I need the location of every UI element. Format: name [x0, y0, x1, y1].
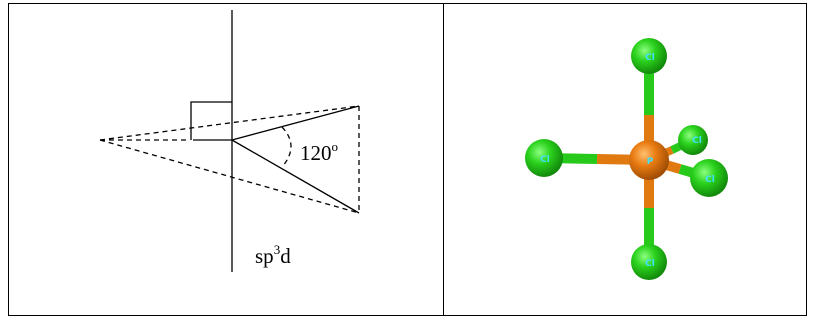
cl-atom-left — [525, 139, 563, 177]
cl-label-top: Cl — [645, 53, 655, 63]
right-angle-mark — [190, 101, 232, 140]
cl-atom-top — [631, 38, 667, 74]
cl-atom-bottom — [631, 244, 667, 280]
bond-lower-right — [231, 139, 360, 214]
cl-atom-back — [678, 125, 708, 155]
angle-arc — [281, 126, 292, 168]
cl-label-left: Cl — [540, 155, 550, 165]
p-label: P — [647, 157, 654, 167]
cl-label-front: Cl — [705, 175, 715, 185]
p-atom — [629, 140, 669, 180]
cl-atom-front — [690, 159, 728, 197]
table-frame — [8, 3, 807, 316]
bond-upper-right — [231, 105, 360, 141]
cl-label-bottom: Cl — [645, 259, 655, 269]
angle-label: 120o — [300, 139, 338, 165]
pcl5-model: Cl Cl Cl Cl Cl P — [525, 38, 728, 280]
geometry-sketch — [99, 10, 360, 272]
column-divider — [443, 3, 444, 316]
hybridization-label: sp3d — [255, 242, 291, 268]
cl-label-back: Cl — [692, 136, 702, 146]
dashed-left-upper — [99, 105, 360, 141]
